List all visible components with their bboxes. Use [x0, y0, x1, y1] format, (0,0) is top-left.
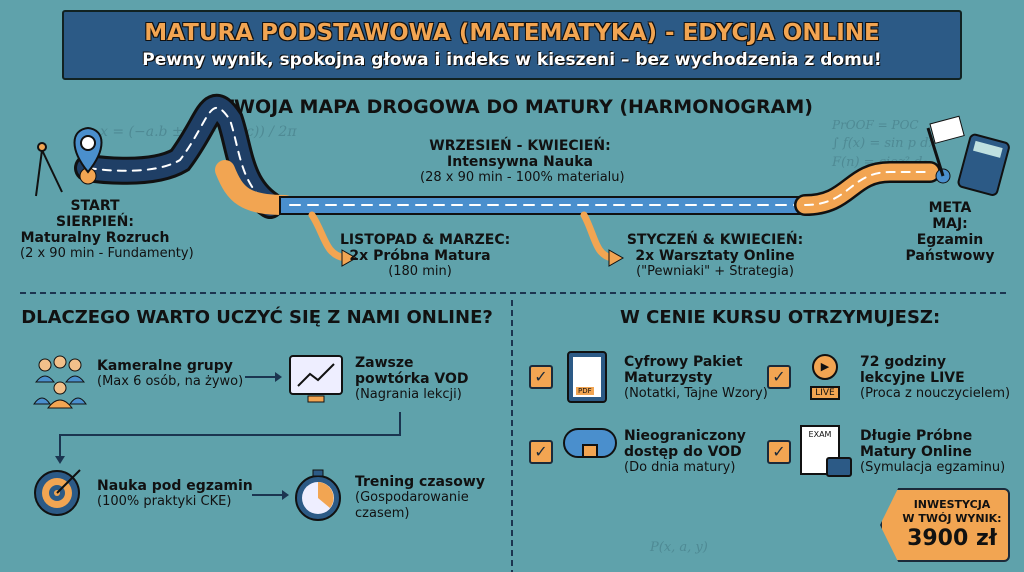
checkbox-icon: ✓: [767, 365, 791, 389]
page-subtitle: Pewny wynik, spokojna głowa i indeks w k…: [142, 50, 882, 70]
formula-p: P(x, a, y): [650, 540, 708, 555]
live-play-icon: ▶LIVE: [800, 352, 850, 402]
branch-arrow-mock: [308, 211, 349, 262]
checkbox-icon: ✓: [529, 440, 553, 464]
exam-document-icon: EXAM: [800, 425, 852, 477]
why-item-exam-prep: Nauka pod egzamin(100% praktyki CKE): [97, 478, 253, 509]
page-title: MATURA PODSTAWOWA (MATEMATYKA) - EDYCJA …: [144, 20, 880, 46]
pdf-tablet-icon: PDF: [567, 351, 607, 403]
why-title: DLACZEGO WARTO UCZYĆ SIĘ Z NAMI ONLINE?: [21, 307, 493, 328]
roadmap-road: [20, 94, 1010, 294]
cloud-unlock-icon: [563, 428, 617, 458]
arrow-right-icon: [252, 490, 289, 500]
road-orange-1: [215, 160, 295, 215]
formula-proof: PrOOF = POC: [832, 118, 919, 132]
why-item-small-groups: Kameralne grupy(Max 6 osób, na żywo): [97, 358, 244, 389]
target-icon: [34, 469, 81, 516]
price-value: 3900 zł: [907, 526, 997, 551]
arrow-right-icon: [245, 372, 282, 382]
includes-title: W CENIE KURSU OTRZYMUJESZ:: [620, 307, 941, 328]
flow-arrow: [59, 412, 401, 458]
roadmap-workshops: STYCZEŃ & KWIECIEŃ:2x Warsztaty Online("…: [626, 232, 804, 279]
compass-icon: [35, 142, 63, 197]
calculator-icon: [957, 133, 1010, 196]
why-graphics: [33, 355, 401, 521]
price-tag: INWESTYCJA W TWÓJ WYNIK: 3900 zł: [880, 488, 1010, 562]
checkered-flag-icon: [926, 115, 965, 184]
stopwatch-icon: [295, 469, 341, 521]
roadmap-main: WRZESIEŃ - KWIECIEŃ:Intensywna Nauka(28 …: [420, 138, 625, 185]
checkbox-icon: ✓: [529, 365, 553, 389]
roadmap-title: TWOJA MAPA DROGOWA DO MATURY (HARMONOGRA…: [221, 96, 813, 118]
location-pin-icon: [73, 126, 103, 185]
roadmap-mock: LISTOPAD & MARZEC:2x Próbna Matura(180 m…: [340, 232, 511, 279]
monitor-chart-icon: [289, 355, 343, 403]
branch-arrow-workshops: [580, 211, 616, 262]
header-banner: MATURA PODSTAWOWA (MATEMATYKA) - EDYCJA …: [62, 10, 962, 80]
checkbox-icon: ✓: [767, 440, 791, 464]
camera-icon: [826, 457, 852, 477]
formula-integral: ∫ f(x) = sin p dx: [832, 136, 936, 151]
group-people-icon: [33, 355, 87, 409]
vertical-divider: [511, 300, 513, 572]
